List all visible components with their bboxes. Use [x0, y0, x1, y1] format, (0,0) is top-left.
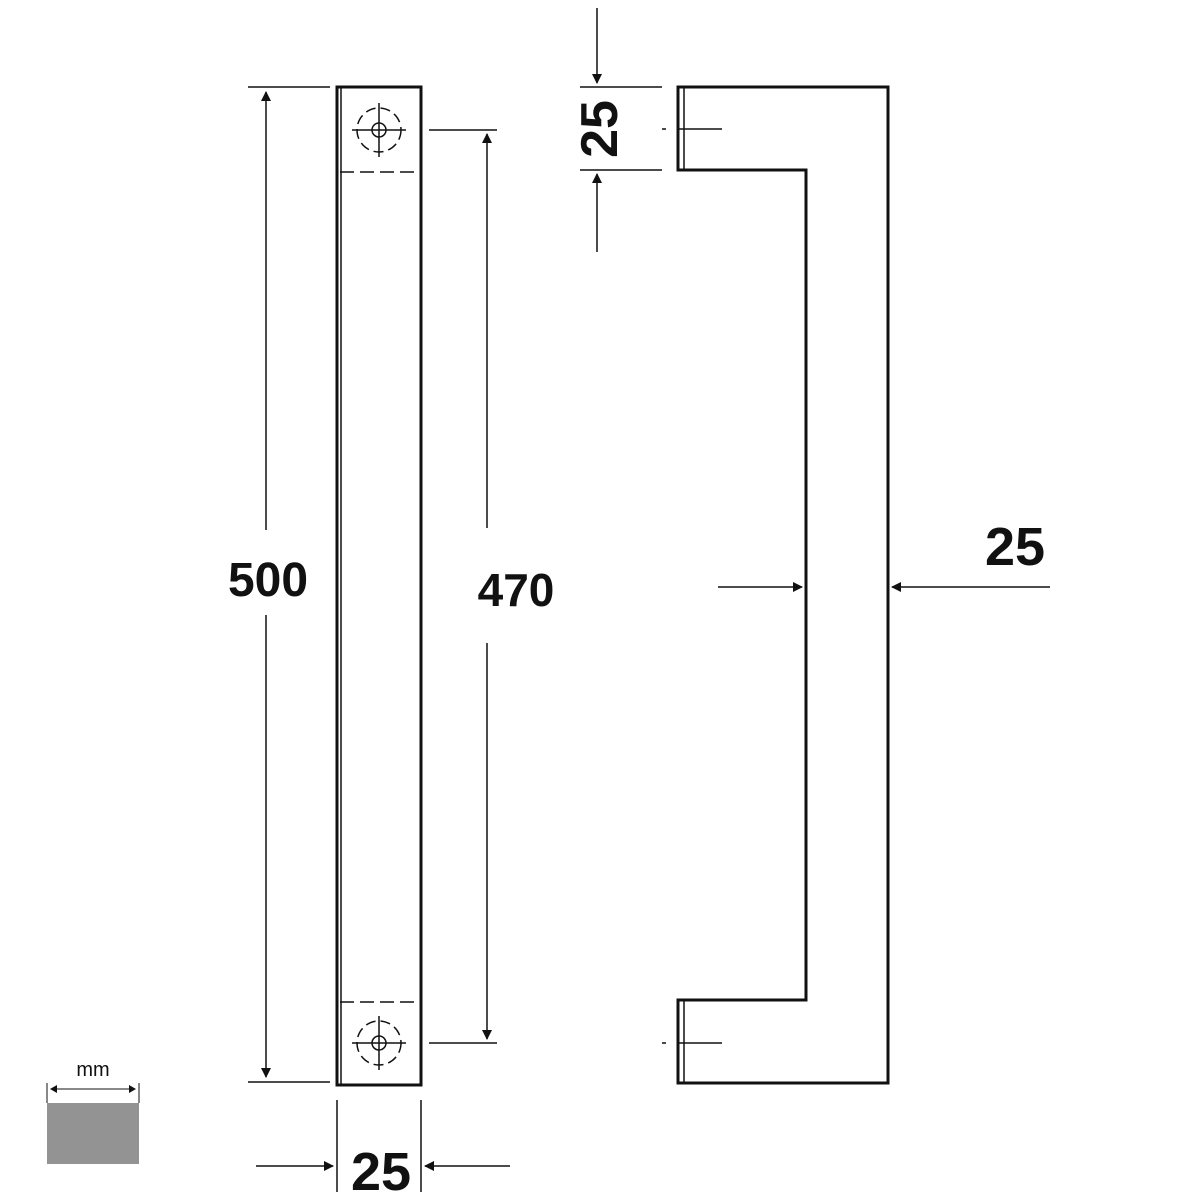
handle-front-outline: [335, 85, 423, 1087]
total-length-label: 500: [228, 554, 308, 607]
top-mounting-hole-icon: [340, 103, 419, 173]
unit-swatch: [47, 1103, 139, 1164]
hole-spacing-label: 470: [478, 564, 555, 616]
front-view: [248, 85, 510, 1192]
front-width-label: 25: [351, 1142, 411, 1200]
side-depth-label: 25: [571, 100, 629, 158]
mm-unit-icon: mm: [46, 1059, 140, 1164]
bottom-mounting-hole-icon: [340, 1001, 419, 1070]
unit-label: mm: [76, 1059, 109, 1081]
side-view: [580, 8, 1050, 1085]
handle-side-profile: [676, 85, 890, 1085]
side-width-label: 25: [985, 517, 1045, 577]
